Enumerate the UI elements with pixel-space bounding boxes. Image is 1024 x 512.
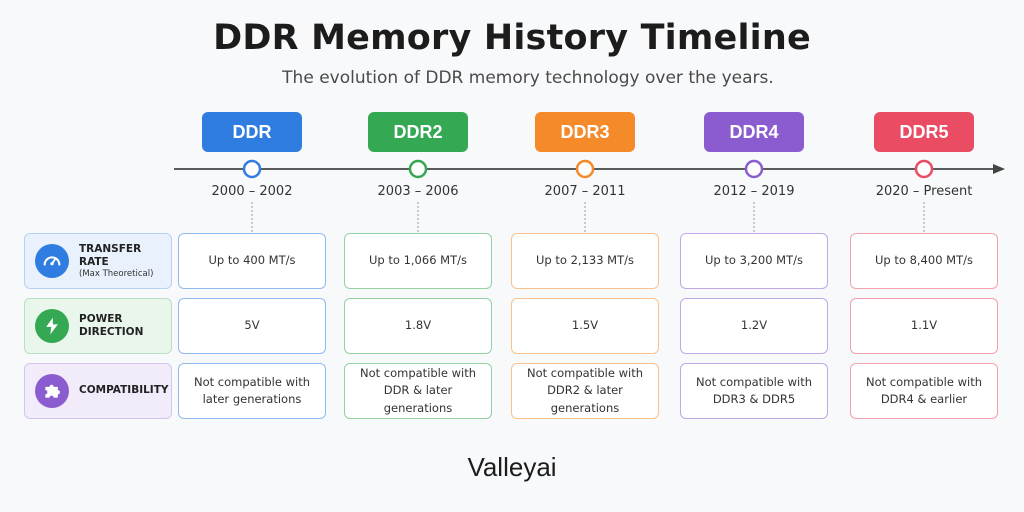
cell-text-line: DDR & later generations [383, 383, 453, 415]
row-title: COMPATIBILITY [79, 384, 169, 397]
cell-text: 1.8V [404, 318, 432, 333]
year-range-ddr: 2000 – 2002 [211, 184, 293, 199]
cell-text: Up to 1,066 MT/s [369, 253, 467, 268]
row-label-text: TRANSFER RATE(Max Theoretical) [79, 243, 171, 280]
cell-transfer-ddr3: Up to 2,133 MT/s [511, 233, 659, 289]
puzzle-piece-icon [35, 374, 69, 408]
cell-text: 1.1V [910, 318, 938, 333]
cell-text-line: later generations [202, 392, 302, 406]
cell-text: 1.5V [571, 318, 599, 333]
cell-transfer-ddr5: Up to 8,400 MT/s [850, 233, 998, 289]
page-title: DDR Memory History Timeline [213, 18, 811, 58]
cell-text: Up to 2,133 MT/s [536, 253, 634, 268]
cell-transfer-ddr2: Up to 1,066 MT/s [344, 233, 492, 289]
timeline-marker-ddr3 [575, 159, 595, 179]
row-label-voltage: POWER DIRECTION [24, 298, 172, 354]
row-title: TRANSFER RATE [79, 242, 142, 268]
cell-text-line: Not compatible with [359, 366, 477, 381]
cell-text-line: Not compatible with [193, 374, 311, 389]
cell-compat-ddr: Not compatible with later generations [178, 363, 326, 419]
year-range-ddr5: 2020 – Present [875, 184, 973, 199]
cell-voltage-ddr2: 1.8V [344, 298, 492, 354]
row-label-text: COMPATIBILITY [79, 384, 168, 397]
cell-text: 1.2V [740, 318, 768, 333]
timeline-marker-ddr4 [744, 159, 764, 179]
cell-text: Up to 3,200 MT/s [705, 253, 803, 268]
cell-text-line: Not compatible with [695, 374, 813, 389]
cell-text-line: DDR2 & later generations [547, 383, 623, 415]
generation-label-ddr2: DDR2 [368, 112, 468, 152]
brand-logo-text: Valleyai [467, 452, 557, 482]
generation-label-ddr5: DDR5 [874, 112, 974, 152]
generation-label-ddr4: DDR4 [704, 112, 804, 152]
cell-transfer-ddr: Up to 400 MT/s [178, 233, 326, 289]
timeline-marker-ddr5 [914, 159, 934, 179]
cell-voltage-ddr: 5V [178, 298, 326, 354]
cell-voltage-ddr4: 1.2V [680, 298, 828, 354]
speedometer-icon [35, 244, 69, 278]
cell-text-line: DDR4 & earlier [880, 392, 968, 406]
row-label-transfer: TRANSFER RATE(Max Theoretical) [24, 233, 172, 289]
generation-label-ddr3: DDR3 [535, 112, 635, 152]
cell-voltage-ddr3: 1.5V [511, 298, 659, 354]
year-range-ddr4: 2012 – 2019 [713, 184, 795, 199]
cell-text: 5V [244, 318, 260, 333]
cell-text-line: Not compatible with [865, 374, 983, 389]
cell-text-line: Not compatible with [526, 366, 644, 381]
generation-label-ddr: DDR [202, 112, 302, 152]
cell-voltage-ddr5: 1.1V [850, 298, 998, 354]
timeline-marker-ddr [242, 159, 262, 179]
cell-text: Up to 8,400 MT/s [875, 253, 973, 268]
cell-text: Up to 400 MT/s [208, 253, 296, 268]
year-range-ddr2: 2003 – 2006 [377, 184, 459, 199]
cell-transfer-ddr4: Up to 3,200 MT/s [680, 233, 828, 289]
cell-text: Not compatible with later generations [194, 374, 310, 409]
cell-text-line: DDR3 & DDR5 [712, 392, 796, 406]
page-subtitle: The evolution of DDR memory technology o… [282, 68, 774, 88]
timeline-marker-ddr2 [408, 159, 428, 179]
timeline-arrowhead [993, 164, 1005, 174]
row-subtitle: (Max Theoretical) [79, 268, 154, 279]
row-label-compat: COMPATIBILITY [24, 363, 172, 419]
row-label-text: POWER DIRECTION [79, 313, 171, 339]
year-range-ddr3: 2007 – 2011 [544, 184, 626, 199]
lightning-bolt-icon [35, 309, 69, 343]
row-title: POWER DIRECTION [79, 312, 144, 338]
